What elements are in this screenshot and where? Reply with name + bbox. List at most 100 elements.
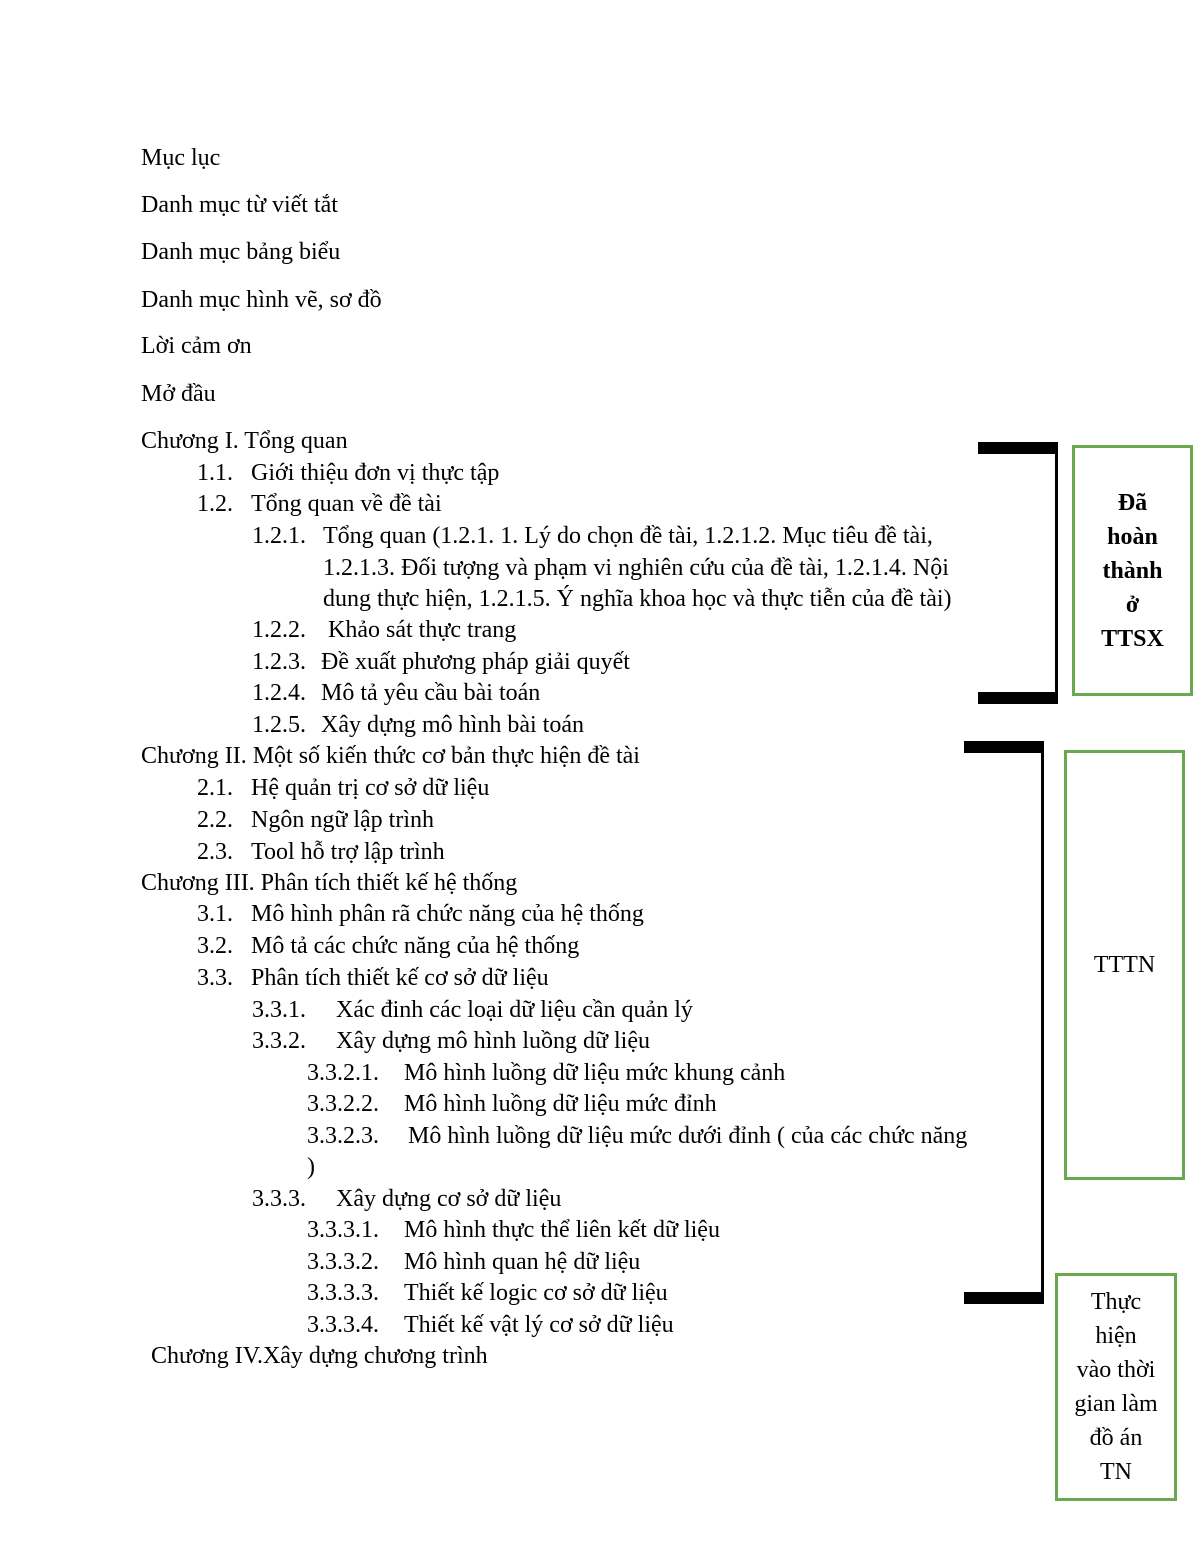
annotation-box-completed: Đã hoàn thành ở TTSX [1072,445,1193,696]
toc-number: 3.3.3.2. [307,1249,379,1275]
toc-item-3-3-2-1: 3.3.2.1. Mô hình luồng dữ liệu mức khung … [307,1057,785,1089]
toc-item-2-3: 2.3. Tool hỗ trợ lập trình [197,836,445,868]
toc-item-1-2-2: 1.2.2. Khảo sát thực trang [252,614,516,646]
annotation-line: TTSX [1101,625,1164,652]
toc-item-3-3-3: 3.3.3. Xây dựng cơ sở dữ liệu [252,1183,561,1215]
annotation-line: hoàn [1107,523,1158,550]
toc-number: 1.2. [197,491,233,517]
annotation-line: vào thời [1076,1357,1156,1383]
toc-item-3-3-3-4: 3.3.3.4. Thiết kế vật lý cơ sở dữ liệu [307,1309,674,1341]
toc-number: 2.1. [197,775,233,801]
toc-text: Thiết kế vật lý cơ sở dữ liệu [404,1312,674,1338]
bracket-2-top-bar [964,741,1044,753]
annotation-box-thesis-period: Thực hiện vào thời gian làm đồ án TN [1055,1273,1177,1501]
toc-number: 1.2.2. [252,617,306,643]
toc-number: 2.3. [197,839,233,865]
toc-text: Hệ quản trị cơ sở dữ liệu [251,775,490,801]
toc-text: Tổng quan (1.2.1. 1. Lý do chọn đề tài, … [323,523,933,549]
toc-item-1-2: 1.2. Tổng quan về đề tài [197,488,442,520]
front-matter-muc-luc: Mục lục [141,145,221,171]
toc-item-3-3-2: 3.3.2. Xây dựng mô hình luồng dữ liệu [252,1025,650,1057]
front-matter-introduction: Mở đầu [141,381,216,407]
toc-number: 3.3.3.4. [307,1312,379,1338]
toc-number: 3.3.2. [252,1028,306,1054]
bracket-1-bottom-bar [978,692,1058,704]
toc-number: 3.3.2.3. [307,1123,379,1149]
annotation-line: Thực [1090,1289,1142,1315]
toc-item-3-3-3-2: 3.3.3.2. Mô hình quan hệ dữ liệu [307,1246,640,1278]
annotation-line: TN [1100,1459,1132,1485]
toc-number: 1.2.1. [252,523,306,549]
toc-item-1-2-1-line3: dung thực hiện, 1.2.1.5. Ý nghĩa khoa họ… [323,586,952,612]
bracket-2-vertical [1041,741,1044,1304]
toc-text: Xây dựng mô hình luồng dữ liệu [336,1028,650,1054]
toc-number: 3.3. [197,965,233,991]
annotation-box-tttn: TTTN [1064,750,1185,1180]
toc-text: Tool hỗ trợ lập trình [251,839,445,865]
bracket-1-vertical [1055,442,1058,704]
toc-item-3-3-2-3: 3.3.2.3.Mô hình luồng dữ liệu mức dưới đ… [307,1120,967,1152]
toc-item-3-3-3-1: 3.3.3.1. Mô hình thực thể liên kết dữ liệ… [307,1214,720,1246]
toc-text: Ngôn ngữ lập trình [251,807,434,833]
front-matter-figures: Danh mục hình vẽ, sơ đồ [141,287,382,313]
annotation-line: Đã [1117,489,1148,516]
toc-text: Mô hình thực thể liên kết dữ liệu [404,1217,720,1243]
toc-text: Mô hình luồng dữ liệu mức đỉnh [404,1091,717,1117]
toc-text: Xác đinh các loại dữ liệu cần quản lý [336,997,693,1023]
annotation-line: gian làm [1074,1391,1158,1417]
toc-text: Tổng quan về đề tài [251,491,442,517]
chapter-3-heading: Chương III. Phân tích thiết kế hệ thống [141,870,518,896]
toc-text: Xây dựng mô hình bài toán [321,712,584,738]
toc-text: Giới thiệu đơn vị thực tập [251,460,500,486]
toc-item-3-2: 3.2. Mô tả các chức năng của hệ thống [197,930,579,962]
toc-item-1-2-4: 1.2.4. Mô tả yêu cầu bài toán [252,677,540,709]
toc-item-3-3-1: 3.3.1. Xác đinh các loại dữ liệu cần quản… [252,994,693,1026]
toc-text: Mô hình phân rã chức năng của hệ thống [251,901,644,927]
toc-item-2-1: 2.1. Hệ quản trị cơ sở dữ liệu [197,772,489,804]
toc-text: Mô tả yêu cầu bài toán [321,680,541,706]
toc-number: 3.3.3. [252,1186,306,1212]
toc-item-3-3-2-2: 3.3.2.2. Mô hình luồng dữ liệu mức đỉnh [307,1088,717,1120]
toc-text: Thiết kế logic cơ sở dữ liệu [404,1280,668,1306]
toc-number: 1.2.3. [252,649,306,675]
toc-number: 1.2.5. [252,712,306,738]
front-matter-abbreviations: Danh mục từ viết tắt [141,192,338,218]
toc-text: Xây dựng cơ sở dữ liệu [336,1186,562,1212]
chapter-2-heading: Chương II. Một số kiến thức cơ bản thực … [141,743,640,769]
toc-number: 3.3.1. [252,997,306,1023]
toc-item-1-1: 1.1.Giới thiệu đơn vị thực tập [197,457,499,489]
toc-number: 3.1. [197,901,233,927]
toc-text: Đề xuất phương pháp giải quyết [321,649,630,675]
toc-item-1-2-1: 1.2.1. Tổng quan (1.2.1. 1. Lý do chọn đề… [252,520,933,552]
annotation-line: thành [1102,557,1163,584]
toc-item-1-2-5: 1.2.5. Xây dựng mô hình bài toán [252,709,584,741]
bracket-2-bottom-bar [964,1292,1044,1304]
toc-text: Khảo sát thực trang [328,617,517,643]
toc-item-1-2-3: 1.2.3. Đề xuất phương pháp giải quyết [252,646,630,678]
toc-number: 3.3.3.1. [307,1217,379,1243]
toc-item-3-3-3-3: 3.3.3.3. Thiết kế logic cơ sở dữ liệu [307,1277,668,1309]
front-matter-acknowledgement: Lời cảm ơn [141,333,252,359]
toc-text: Phân tích thiết kế cơ sở dữ liệu [251,965,549,991]
annotation-line: TTTN [1093,952,1156,978]
toc-number: 1.2.4. [252,680,306,706]
toc-item-3-3-2-3-line2: ) [307,1154,315,1180]
front-matter-tables: Danh mục bảng biểu [141,239,341,265]
chapter-1-heading: Chương I. Tổng quan [141,428,348,454]
chapter-4-heading: Chương IV.Xây dựng chương trình [151,1343,488,1369]
toc-item-3-1: 3.1. Mô hình phân rã chức năng của hệ thố… [197,898,644,930]
toc-number: 3.3.2.1. [307,1060,379,1086]
toc-number: 3.2. [197,933,233,959]
toc-number: 2.2. [197,807,233,833]
annotation-line: đồ án [1089,1425,1143,1451]
toc-text: Mô tả các chức năng của hệ thống [251,933,580,959]
toc-number: 3.3.3.3. [307,1280,379,1306]
toc-number: 3.3.2.2. [307,1091,379,1117]
annotation-line: ở [1125,591,1140,618]
toc-text: Mô hình quan hệ dữ liệu [404,1249,641,1275]
toc-text: Mô hình luồng dữ liệu mức khung cảnh [404,1060,786,1086]
toc-item-1-2-1-line2: 1.2.1.3. Đối tượng và phạm vi nghiên cứu… [323,555,949,581]
annotation-line: hiện [1095,1323,1137,1349]
toc-item-3-3: 3.3. Phân tích thiết kế cơ sở dữ liệu [197,962,549,994]
